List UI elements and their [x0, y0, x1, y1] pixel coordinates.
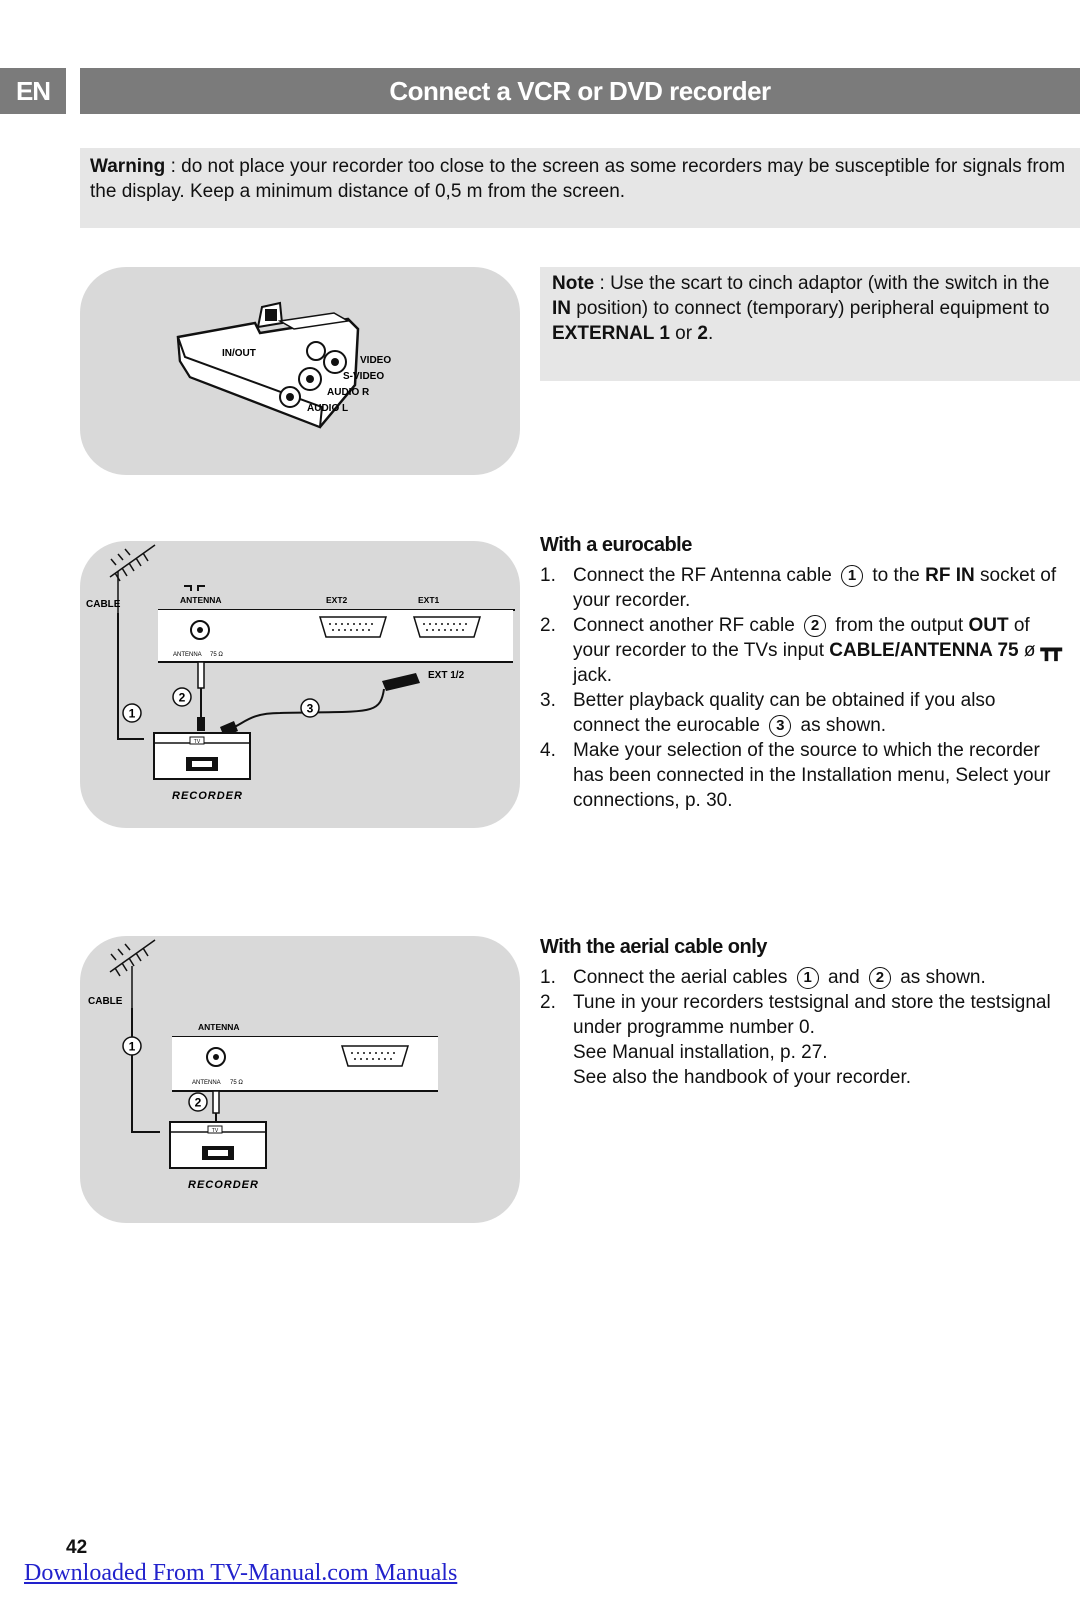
- step-bold: OUT: [968, 615, 1009, 636]
- label-ext2: EXT2: [326, 595, 348, 605]
- recorder-tv-label: TV: [212, 1128, 219, 1134]
- scart-socket: [340, 1045, 410, 1067]
- ext1-socket: [412, 616, 482, 638]
- eurocable-illustration: CABLE ANTENNA EXT2 EXT1 ANTENNA 75 Ω 1: [86, 544, 515, 802]
- label-video: VIDEO: [360, 355, 391, 366]
- step-number: 4.: [540, 740, 556, 761]
- label-recorder: RECORDER: [172, 790, 243, 802]
- note-end: .: [707, 323, 714, 344]
- label-in-out: IN/OUT: [222, 348, 256, 359]
- note-text-1: : Use the scart to cinch adaptor (with t…: [594, 273, 1050, 294]
- label-ext1: EXT1: [418, 595, 440, 605]
- step-text: as shown.: [795, 715, 887, 736]
- step-number: 2.: [540, 992, 556, 1013]
- eurocable-figure: CABLE ANTENNA EXT2 EXT1 ANTENNA 75 Ω 1: [80, 541, 520, 828]
- step-text: Connect another RF cable: [573, 615, 801, 636]
- step-number: 1.: [540, 565, 556, 586]
- number-circle: 3: [769, 714, 792, 737]
- note-in: IN: [552, 298, 571, 319]
- recorder-tv-label: TV: [194, 739, 201, 745]
- step-text: See also the handbook of your recorder.: [573, 1067, 912, 1088]
- number-circle: 2: [868, 966, 891, 989]
- antenna-symbol-icon: [184, 585, 205, 591]
- aerial-section: With the aerial cable only 1. Connect the…: [540, 936, 1060, 1090]
- step-text: to the: [867, 565, 926, 586]
- antenna-symbol-icon: ┳┳: [1040, 640, 1062, 661]
- step-text: Make your selection of the source to whi…: [573, 740, 1051, 811]
- label-recorder: RECORDER: [188, 1179, 259, 1191]
- label-s-video: S-VIDEO: [343, 371, 384, 382]
- step-text: as shown.: [894, 967, 986, 988]
- note-box: Note : Use the scart to cinch adaptor (w…: [540, 267, 1080, 381]
- eurocable-steps: 1.Connect the RF Antenna cable 1 to the …: [540, 563, 1062, 813]
- list-item: 2. Tune in your recorders testsignal and …: [540, 990, 1060, 1090]
- aerial-steps: 1. Connect the aerial cables 1 and 2 as s…: [540, 965, 1060, 1090]
- eurocable-title: With a eurocable: [540, 534, 692, 556]
- marker-3: 3: [307, 702, 314, 716]
- list-item: 3. Better playback quality can be obtaine…: [540, 688, 1060, 738]
- marker-1: 1: [129, 1040, 136, 1054]
- label-antenna-small: ANTENNA: [192, 1080, 221, 1086]
- label-cable: CABLE: [86, 599, 121, 610]
- list-item: 2. Connect another RF cable 2 from the ou…: [540, 613, 1062, 688]
- adaptor-illustration: IN/OUT VIDEO S-VIDEO AUDIO R AUDIO L: [176, 301, 391, 429]
- step-text: of your recorder to the TVs input: [573, 615, 1030, 661]
- adaptor-figure: IN/OUT VIDEO S-VIDEO AUDIO R AUDIO L: [80, 267, 520, 475]
- note-ext1: EXTERNAL 1: [552, 323, 670, 344]
- page-number: 42: [66, 1537, 88, 1558]
- step-text: and: [822, 967, 865, 988]
- note-text-2: position) to connect (temporary) periphe…: [571, 298, 1050, 319]
- list-item: 1. Connect the aerial cables 1 and 2 as s…: [540, 965, 1060, 990]
- eurocable-section: With a eurocable 1. Connect the RF Antenn…: [540, 534, 1062, 813]
- label-ext12: EXT 1/2: [428, 670, 465, 681]
- note-label: Note: [552, 273, 595, 294]
- marker-1: 1: [129, 707, 136, 721]
- note-or: or: [669, 323, 698, 344]
- step-bold: CABLE/ANTENNA 75: [829, 640, 1019, 661]
- label-cable: CABLE: [88, 996, 123, 1007]
- aerial-illustration: CABLE ANTENNA ANTENNA 75 Ω 1 2 TV RECORD…: [88, 939, 438, 1191]
- step-number: 2.: [540, 615, 556, 636]
- label-ohm: 75 Ω: [230, 1080, 243, 1086]
- step-text: from the output: [830, 615, 969, 636]
- marker-2: 2: [195, 1096, 202, 1110]
- language-tab: EN: [0, 68, 66, 114]
- list-item: 1.Connect the RF Antenna cable 1 to the …: [540, 563, 1060, 613]
- step-text: Connect the RF Antenna cable: [573, 565, 838, 586]
- step-text: Tune in your recorders testsignal and st…: [573, 992, 1051, 1038]
- label-audio-l: AUDIO L: [307, 403, 348, 414]
- step-number: 3.: [540, 690, 556, 711]
- label-antenna: ANTENNA: [180, 595, 222, 605]
- label-antenna: ANTENNA: [198, 1022, 240, 1032]
- warning-text: : do not place your recorder too close t…: [90, 156, 1066, 202]
- step-text: Better playback quality can be obtained …: [573, 690, 996, 736]
- step-text: socket of your recorder.: [573, 565, 1057, 611]
- antenna-icon: [109, 939, 156, 1008]
- label-ohm: 75 Ω: [210, 652, 223, 658]
- page-title: Connect a VCR or DVD recorder: [80, 68, 1080, 114]
- aerial-figure: CABLE ANTENNA ANTENNA 75 Ω 1 2 TV RECORD…: [80, 936, 520, 1223]
- download-link[interactable]: Downloaded From TV-Manual.com Manuals: [24, 1560, 458, 1586]
- warning-label: Warning: [90, 156, 166, 177]
- label-antenna-small: ANTENNA: [173, 652, 202, 658]
- antenna-icon: [109, 544, 156, 613]
- step-bold: RF IN: [925, 565, 975, 586]
- number-circle: 1: [841, 564, 864, 587]
- label-audio-r: AUDIO R: [327, 387, 370, 398]
- number-circle: 2: [804, 614, 827, 637]
- list-item: 4. Make your selection of the source to w…: [540, 738, 1060, 813]
- note-two: 2: [697, 323, 708, 344]
- ext2-socket: [318, 616, 388, 638]
- marker-2: 2: [179, 691, 186, 705]
- step-text: ø: [1018, 640, 1041, 661]
- warning-box: Warning : do not place your recorder too…: [80, 148, 1080, 228]
- step-text: Connect the aerial cables: [573, 967, 793, 988]
- step-text: See Manual installation, p. 27.: [573, 1042, 828, 1063]
- step-text: jack.: [573, 665, 613, 686]
- aerial-title: With the aerial cable only: [540, 936, 767, 958]
- step-number: 1.: [540, 967, 556, 988]
- number-circle: 1: [796, 966, 819, 989]
